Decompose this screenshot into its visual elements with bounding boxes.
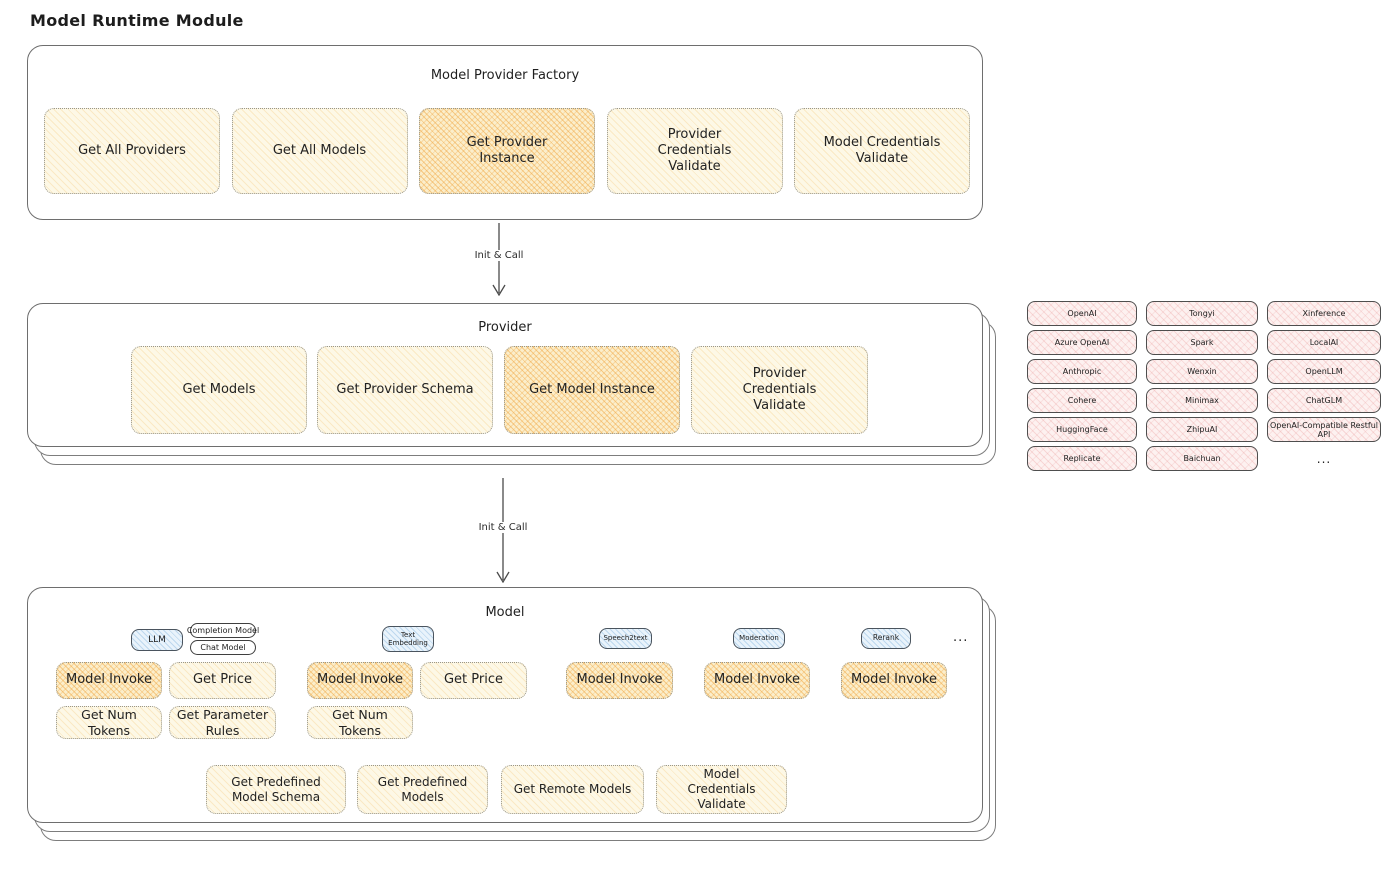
te-model-invoke-node: Model Invoke — [307, 662, 413, 699]
model-credentials-validate-node: Model Credentials Validate — [794, 108, 970, 194]
tab-completion-model: Completion Model — [187, 623, 259, 638]
tab-moderation: Moderation — [733, 628, 785, 649]
factory-buttons-row: Get All Providers Get All Models Get Pro… — [44, 108, 970, 194]
llm-get-price-node: Get Price — [169, 662, 276, 699]
provider-chip-localai: LocalAI — [1267, 330, 1381, 355]
tab-rerank: Rerank — [861, 628, 911, 649]
tab-chat-model: Chat Model — [190, 640, 256, 655]
get-provider-schema-node: Get Provider Schema — [317, 346, 493, 434]
provider-chip-azure-openai: Azure OpenAI — [1027, 330, 1137, 355]
rerank-model-invoke-node: Model Invoke — [841, 662, 947, 699]
provider-chip-zhipuai: ZhipuAI — [1146, 417, 1258, 442]
provider-credentials-validate-node: Provider Credentials Validate — [606, 108, 783, 194]
init-call-label-2: Init & Call — [474, 522, 532, 533]
provider-credentials-validate-node-2: Provider Credentials Validate — [691, 346, 868, 434]
get-all-models-node: Get All Models — [231, 108, 408, 194]
tab-llm: LLM — [131, 629, 183, 651]
moderation-model-invoke-node: Model Invoke — [704, 662, 810, 699]
provider-box: Provider Get Models Get Provider Schema … — [27, 303, 983, 447]
page-title: Model Runtime Module — [30, 11, 244, 30]
te-get-num-tokens-node: Get Num Tokens — [307, 706, 413, 739]
provider-chip-wenxin: Wenxin — [1146, 359, 1258, 384]
llm-get-parameter-rules-node: Get Parameter Rules — [169, 706, 276, 739]
provider-chip-chatglm: ChatGLM — [1267, 388, 1381, 413]
get-model-instance-node: Get Model Instance — [504, 346, 680, 434]
get-provider-instance-node: Get Provider Instance — [419, 108, 595, 194]
model-title: Model — [485, 605, 525, 620]
provider-chip-anthropic: Anthropic — [1027, 359, 1137, 384]
s2t-model-invoke-node: Model Invoke — [566, 662, 673, 699]
model-credentials-validate-node-2: Model Credentials Validate — [656, 765, 787, 814]
provider-chip-cohere: Cohere — [1027, 388, 1137, 413]
get-predefined-model-schema-node: Get Predefined Model Schema — [206, 765, 346, 814]
provider-chip-minimax: Minimax — [1146, 388, 1258, 413]
get-predefined-models-node: Get Predefined Models — [357, 765, 488, 814]
provider-chip-huggingface: HuggingFace — [1027, 417, 1137, 442]
provider-chip-openai: OpenAI — [1027, 301, 1137, 326]
model-box: Model LLM Completion Model Chat Model Te… — [27, 587, 983, 823]
provider-chip-xinference: Xinference — [1267, 301, 1381, 326]
provider-title: Provider — [478, 320, 532, 335]
provider-chip-openai-compatible: OpenAI-Compatible Restful API — [1267, 417, 1381, 442]
get-all-providers-node: Get All Providers — [44, 108, 220, 194]
llm-model-invoke-node: Model Invoke — [56, 662, 162, 699]
arrow-down-1: Init & Call — [470, 223, 528, 296]
model-provider-factory-box: Model Provider Factory Get All Providers… — [27, 45, 983, 220]
tab-text-embedding: Text Embedding — [382, 626, 434, 652]
init-call-label-1: Init & Call — [470, 250, 528, 261]
arrow-down-2: Init & Call — [474, 478, 532, 583]
provider-chip-replicate: Replicate — [1027, 446, 1137, 471]
provider-chip-openllm: OpenLLM — [1267, 359, 1381, 384]
providers-more-ellipsis: ... — [1316, 451, 1332, 466]
te-get-price-node: Get Price — [420, 662, 527, 699]
supported-providers-grid: OpenAI Tongyi Xinference Azure OpenAI Sp… — [1027, 301, 1381, 471]
provider-chip-tongyi: Tongyi — [1146, 301, 1258, 326]
get-remote-models-node: Get Remote Models — [501, 765, 644, 814]
factory-title: Model Provider Factory — [430, 68, 580, 83]
provider-chip-spark: Spark — [1146, 330, 1258, 355]
tabs-more-ellipsis: ... — [953, 630, 969, 645]
get-models-node: Get Models — [131, 346, 307, 434]
tab-speech2text: Speech2text — [599, 628, 652, 649]
provider-chip-baichuan: Baichuan — [1146, 446, 1258, 471]
llm-get-num-tokens-node: Get Num Tokens — [56, 706, 162, 739]
